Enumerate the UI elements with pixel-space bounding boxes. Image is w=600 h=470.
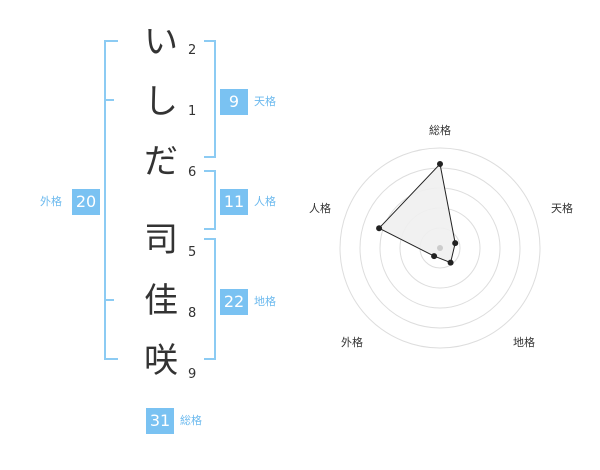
jinkaku-bracket-top [204,170,216,172]
radar-axis-label-gaikaku: 外格 [341,335,363,349]
name-char-6: 咲 [144,341,178,381]
name-char-5: 佳 [144,281,178,321]
name-char-4: 司 [144,220,178,260]
chikaku-label: 地格 [254,295,276,308]
name-char-2: し [144,82,178,122]
gaikaku-bracket-vertical [104,40,106,360]
stroke-count-6: 9 [188,367,197,382]
radar-point-3 [447,259,454,266]
name-char-1: い [144,22,178,62]
stroke-count-5: 8 [188,306,197,321]
radar-point-5 [376,225,383,232]
radar-point-4 [431,253,438,260]
jinkaku-value-badge: 11 [220,189,248,215]
radar-axis-label-tenkaku: 天格 [551,201,573,215]
radar-axis-label-soukaku: 総格 [429,123,451,137]
stroke-count-1: 2 [188,43,197,58]
jinkaku-bracket-bottom [204,228,216,230]
gaikaku-value-badge: 20 [72,189,100,215]
gaikaku-bracket-bottom [104,358,118,360]
chikaku-bracket-vertical [214,238,216,360]
radar-center-dot [437,245,443,251]
tenkaku-bracket-bottom [204,156,216,158]
chikaku-value-badge: 22 [220,289,248,315]
radar-point-1 [437,161,443,167]
radar-value-polygon [378,162,456,264]
tenkaku-bracket-top [204,40,216,42]
radar-axis-label-chikaku: 地格 [513,335,535,349]
soukaku-value-badge: 31 [146,408,174,434]
gaikaku-label: 外格 [40,195,62,208]
stroke-count-4: 5 [188,245,197,260]
stroke-count-2: 1 [188,104,197,119]
radar-grid-ring [339,147,541,349]
gaikaku-bracket-tick-2 [104,299,114,301]
jinkaku-bracket-vertical [214,170,216,230]
radar-axis-label-jinkaku: 人格 [309,201,331,215]
chikaku-bracket-bottom [204,358,216,360]
tenkaku-label: 天格 [254,95,276,108]
name-char-3: だ [144,142,178,182]
gaikaku-bracket-tick-1 [104,99,114,101]
gaikaku-bracket-top [104,40,118,42]
tenkaku-bracket-vertical [214,40,216,158]
jinkaku-label: 人格 [254,195,276,208]
stroke-count-3: 6 [188,165,197,180]
radar-point-2 [452,240,459,247]
soukaku-label: 総格 [180,414,202,427]
tenkaku-value-badge: 9 [220,89,248,115]
chikaku-bracket-top [204,238,216,240]
